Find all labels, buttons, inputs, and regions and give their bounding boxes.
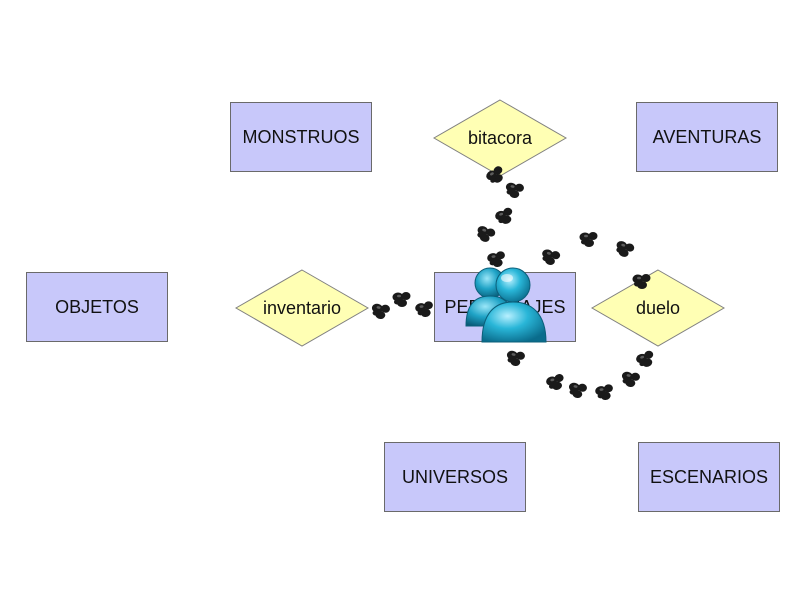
entity-escenarios[interactable]: ESCENARIOS	[638, 442, 780, 512]
footprint-icon	[415, 301, 433, 317]
relationship-label: inventario	[262, 297, 342, 318]
footprint-icon	[477, 226, 496, 242]
footprint-icon	[621, 371, 640, 387]
entity-monstruos[interactable]: MONSTRUOS	[230, 102, 372, 172]
footprint-icon	[579, 232, 598, 247]
footprint-icon	[568, 382, 587, 398]
entity-universos[interactable]: UNIVERSOS	[384, 442, 526, 512]
entity-objetos[interactable]: OBJETOS	[26, 272, 168, 342]
footprint-icon	[546, 374, 564, 390]
footprint-icon	[487, 251, 505, 267]
diamond-shape	[591, 269, 725, 347]
relationship-duelo[interactable]: duelo	[591, 269, 725, 347]
entity-personajes[interactable]: PERSONAJES	[434, 272, 576, 342]
entity-label: PERSONAJES	[444, 296, 566, 317]
entity-label: ESCENARIOS	[649, 466, 769, 487]
footprint-icon	[392, 292, 411, 307]
footprint-icon	[495, 207, 513, 224]
footprint-icon	[595, 384, 613, 400]
footprint-icon	[505, 182, 524, 198]
relationship-inventario[interactable]: inventario	[235, 269, 369, 347]
relationship-label: bitacora	[467, 127, 533, 148]
footprint-icon	[506, 350, 525, 366]
entity-label: AVENTURAS	[652, 126, 762, 147]
relationship-bitacora[interactable]: bitacora	[433, 99, 567, 177]
footprint-icon	[616, 241, 635, 257]
entity-label: UNIVERSOS	[401, 466, 509, 487]
entity-aventuras[interactable]: AVENTURAS	[636, 102, 778, 172]
diamond-shape	[235, 269, 369, 347]
entity-label: OBJETOS	[55, 296, 139, 317]
entity-label: MONSTRUOS	[242, 126, 360, 147]
footprint-icon	[371, 303, 390, 319]
footprint-icon	[542, 249, 561, 265]
relationship-label: duelo	[635, 297, 681, 318]
footprint-icon	[636, 350, 654, 367]
